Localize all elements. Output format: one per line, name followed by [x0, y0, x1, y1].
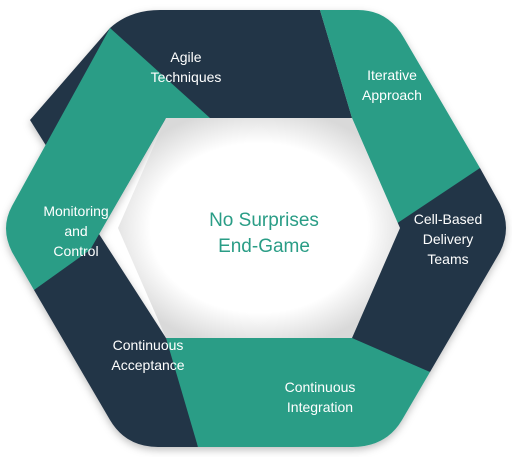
segment-continuous-acceptance [34, 220, 198, 447]
label-monitoring-and-control-line: Control [53, 243, 98, 259]
segment-monitoring-and-control [6, 28, 210, 290]
segment-continuous-integration [160, 338, 430, 447]
ribbon-segments [6, 10, 506, 447]
label-cell-based-delivery-teams-line: Teams [427, 251, 468, 267]
label-cell-based-delivery-teams-line: Cell-Based [414, 211, 482, 227]
label-iterative-approach-line: Approach [362, 87, 422, 103]
center-title-line: No Surprises [209, 210, 319, 231]
center-hexagon [118, 118, 400, 338]
label-continuous-acceptance-line: Continuous [113, 337, 184, 353]
label-iterative-approach-line: Iterative [367, 67, 417, 83]
label-continuous-acceptance-line: Acceptance [111, 357, 184, 373]
label-agile-techniques-line: Agile [170, 49, 201, 65]
label-agile-techniques-line: Techniques [151, 69, 222, 85]
label-continuous-integration-line: Continuous [285, 379, 356, 395]
label-cell-based-delivery-teams-line: Delivery [423, 231, 474, 247]
center-title-line: End-Game [218, 236, 310, 257]
label-monitoring-and-control-line: Monitoring [43, 203, 108, 219]
label-continuous-integration-line: Integration [287, 399, 353, 415]
label-monitoring-and-control-line: and [64, 223, 87, 239]
